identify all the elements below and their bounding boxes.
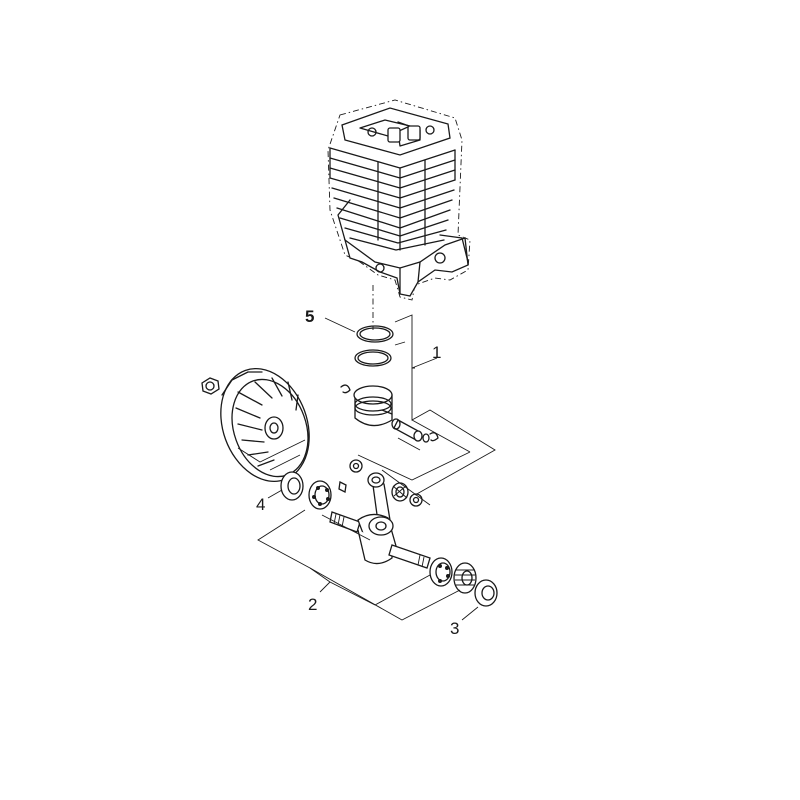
circlip-left <box>340 384 351 394</box>
cylinder-block <box>327 99 471 301</box>
piston-pin <box>391 418 430 443</box>
woodruff-key <box>338 481 347 493</box>
crankshaft <box>329 472 431 569</box>
drive-gear <box>453 562 477 594</box>
bearing-left <box>308 480 332 510</box>
oil-seal-right <box>474 579 498 607</box>
callout-label-3: 3 <box>450 619 459 638</box>
callout-label-4: 4 <box>256 495 265 514</box>
leader-lines <box>237 314 496 621</box>
small-end-washer <box>349 459 363 473</box>
callout-label-2: 2 <box>308 595 317 614</box>
piston-rings <box>354 325 394 367</box>
circlip-right <box>429 432 439 442</box>
needle-bearing <box>391 482 409 502</box>
flywheel-nut <box>201 377 220 395</box>
oil-seal-left <box>280 471 304 501</box>
callout-label-1: 1 <box>432 343 441 362</box>
piston <box>353 385 393 427</box>
flywheel <box>220 367 310 483</box>
big-end-washer <box>409 493 423 507</box>
callout-label-5: 5 <box>305 307 314 326</box>
bearing-right <box>429 557 453 587</box>
